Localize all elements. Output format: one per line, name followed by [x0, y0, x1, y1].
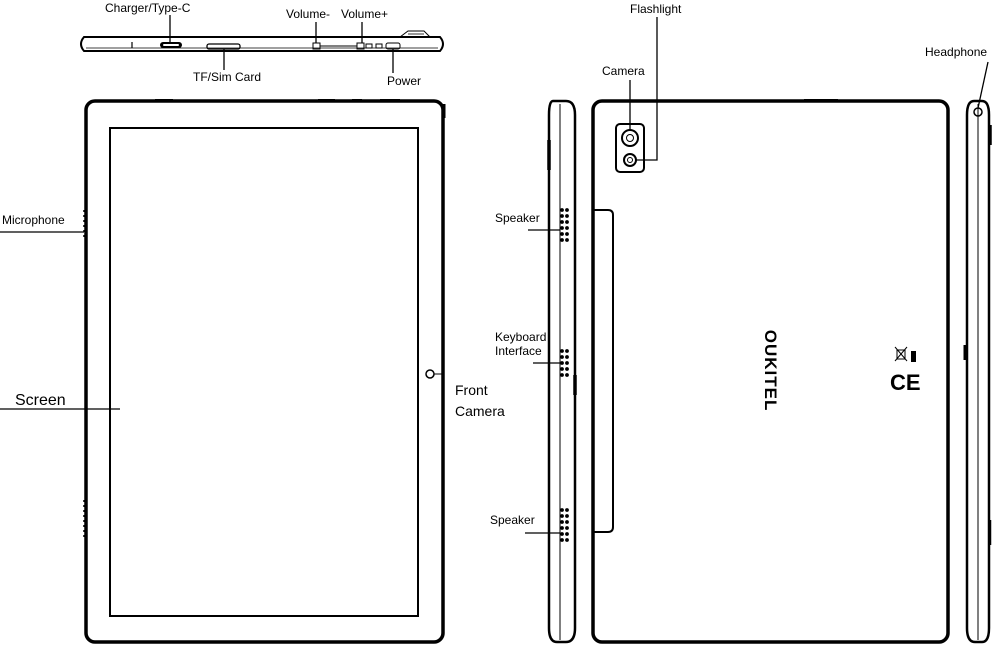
label-flashlight: Flashlight: [630, 2, 682, 16]
side-edge-view-right: [963, 61, 992, 644]
label-camera: Camera: [602, 64, 645, 78]
label-speaker-top: Speaker: [495, 211, 540, 225]
top-edge-view: [80, 15, 444, 73]
brand-logo: OUKITEL: [760, 329, 780, 412]
front-view: [0, 99, 446, 644]
label-headphone: Headphone: [925, 45, 988, 59]
rear-camera-module: [615, 123, 645, 173]
label-volume-down: Volume-: [286, 7, 331, 21]
weee-symbol: [894, 346, 916, 362]
volume-up-button: [356, 42, 365, 50]
speaker-grille-bottom: [560, 508, 569, 542]
screen-area: [109, 127, 419, 617]
speaker-grille-top: [560, 208, 569, 242]
back-view: [591, 17, 950, 644]
ce-mark: CE: [890, 370, 921, 395]
label-keyboard-interface: Keyboard Interface: [495, 330, 547, 358]
keyboard-interface-pins: [560, 349, 569, 377]
label-microphone: Microphone: [2, 213, 65, 227]
label-sim-card: TF/Sim Card: [193, 70, 262, 84]
label-charger: Charger/Type-C: [105, 1, 191, 15]
label-screen: Screen: [15, 392, 66, 409]
front-camera-lens: [425, 369, 435, 379]
side-edge-view-left: [525, 99, 577, 644]
label-power: Power: [387, 74, 422, 88]
label-speaker-bottom: Speaker: [490, 513, 535, 527]
label-volume-up: Volume+: [341, 7, 389, 21]
label-front-camera: Front Camera: [455, 382, 505, 419]
